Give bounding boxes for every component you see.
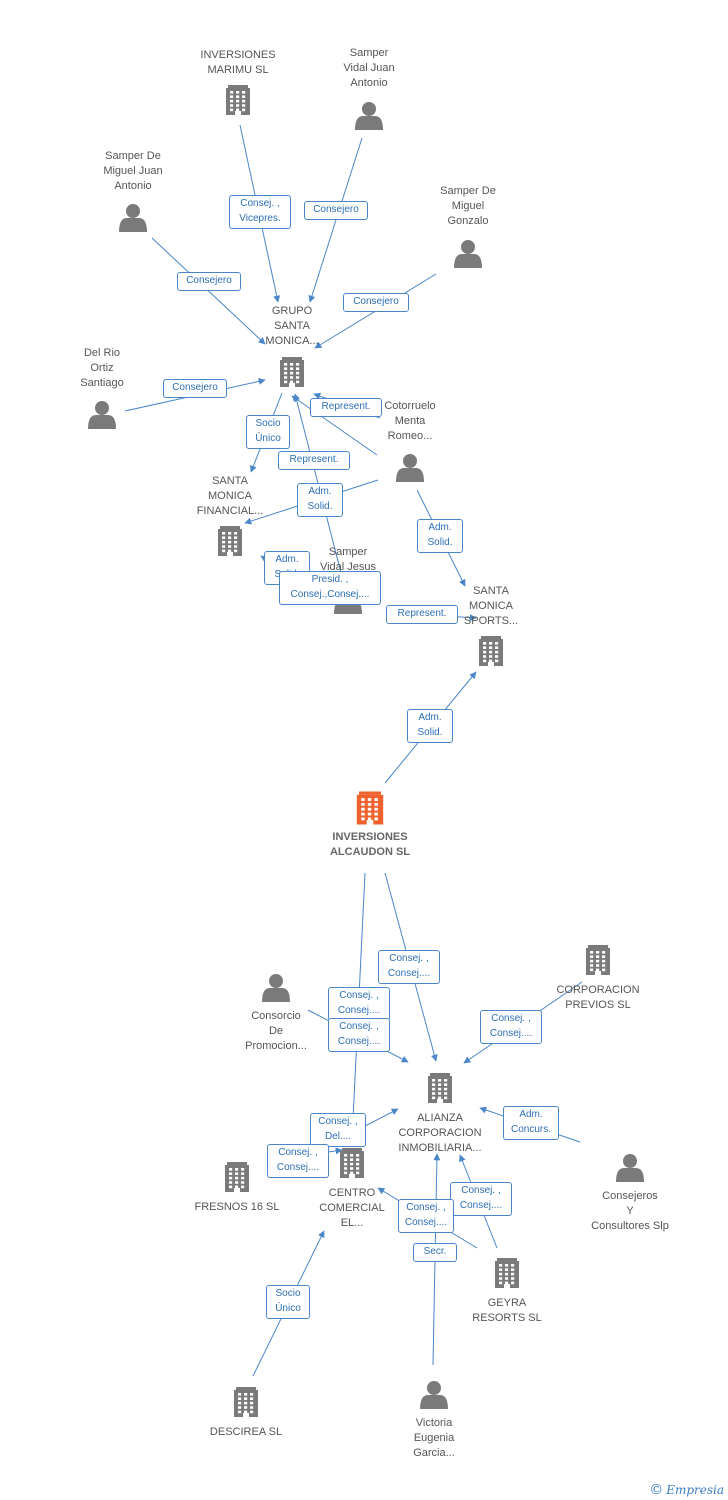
edge-label[interactable]: Consejero [343,293,409,312]
edge-label[interactable]: Consej. , Consej.... [398,1199,454,1233]
node-demiguel-juan[interactable]: Samper De Miguel Juan Antonio [73,149,193,194]
edge-label[interactable]: Consej. , Consej.... [328,1018,390,1052]
building-icon[interactable] [586,945,610,975]
person-icon[interactable] [396,454,424,482]
person-icon[interactable] [355,102,383,130]
node-fresnos[interactable]: FRESNOS 16 SL [177,1200,297,1215]
edge-line [291,395,378,456]
node-label: SANTA MONICA SPORTS... [463,585,519,627]
node-alcaudon[interactable]: INVERSIONES ALCAUDON SL [310,830,430,860]
edge-label[interactable]: Consej. , Vicepres. [229,195,291,229]
node-label: GEYRA RESORTS SL [472,1297,542,1324]
node-label: Consejeros Y Consultores Slp [591,1190,669,1232]
edge-label[interactable]: Consejero [163,379,227,398]
building-icon[interactable] [234,1387,258,1417]
node-cotorruelo[interactable]: Cotorruelo Menta Romeo... [350,399,470,444]
node-vidal-jesus[interactable]: Samper Vidal Jesus [288,545,408,575]
node-label: CENTRO COMERCIAL EL... [319,1187,385,1229]
node-descirea[interactable]: DESCIREA SL [186,1425,306,1440]
node-label: INVERSIONES ALCAUDON SL [329,831,411,858]
edge-label[interactable]: Consejero [177,272,241,291]
node-label: Cotorruelo Menta Romeo... [384,400,436,442]
edge-line [151,237,266,345]
person-icon[interactable] [420,1381,448,1409]
edge-label[interactable]: Consej. , Consej.... [480,1010,542,1044]
edge-label[interactable]: Adm. Solid. [297,483,343,517]
node-label: Samper De Miguel Juan Antonio [103,150,163,192]
edge-label[interactable]: Consejero [304,201,368,220]
person-icon[interactable] [119,204,147,232]
edge-label[interactable]: Adm. Solid. [417,519,463,553]
node-label: INVERSIONES MARIMU SL [200,49,276,76]
node-label: Victoria Eugenia Garcia... [413,1417,455,1459]
node-sports[interactable]: SANTA MONICA SPORTS... [431,584,551,629]
node-marimu[interactable]: INVERSIONES MARIMU SL [178,48,298,78]
node-demiguel-gonzalo[interactable]: Samper De Miguel Gonzalo [408,184,528,229]
person-icon[interactable] [454,240,482,268]
building-icon[interactable] [428,1073,452,1103]
node-vidal-antonio[interactable]: Samper Vidal Juan Antonio [309,46,429,91]
edge-label[interactable]: Consej. , Consej.... [450,1182,512,1216]
node-label: ALIANZA CORPORACION INMOBILIARIA... [398,1112,482,1154]
edge-label[interactable]: Represent. [310,398,382,417]
node-label: Del Rio Ortiz Santiago [80,347,124,389]
edge-label[interactable]: Secr. [413,1243,457,1262]
node-financial[interactable]: SANTA MONICA FINANCIAL... [170,474,290,519]
building-icon[interactable] [225,1162,249,1192]
node-previos[interactable]: CORPORACION PREVIOS SL [538,983,658,1013]
node-label: Samper Vidal Jesus [319,546,377,573]
node-consejeros[interactable]: Consejeros Y Consultores Slp [570,1189,690,1234]
node-label: FRESNOS 16 SL [194,1201,280,1213]
edge-label[interactable]: Consej. , Consej.... [267,1144,329,1178]
building-icon[interactable] [226,85,250,115]
node-geyra[interactable]: GEYRA RESORTS SL [447,1296,567,1326]
edge-label[interactable]: Represent. [386,605,458,624]
person-icon[interactable] [262,974,290,1002]
building-icon[interactable] [280,357,304,387]
node-label: Consorcio De Promocion... [245,1010,307,1052]
node-victoria[interactable]: Victoria Eugenia Garcia... [374,1416,494,1461]
node-consorcio[interactable]: Consorcio De Promocion... [216,1009,336,1054]
node-label: Samper Vidal Juan Antonio [343,47,395,89]
edge-label[interactable]: Consej. , Consej.... [378,950,440,984]
edge-label[interactable]: Presid. , Consej.,Consej.... [279,571,381,605]
edge-label[interactable]: Socio Único [246,415,290,449]
brand-name: Empresia [666,1483,724,1497]
person-icon[interactable] [616,1154,644,1182]
edge-label[interactable]: Consej. , Consej.... [328,987,390,1021]
edge-label[interactable]: Consej. , Del.... [310,1113,366,1147]
building-icon[interactable] [340,1148,364,1178]
building-icon[interactable] [479,636,503,666]
empresia-logo[interactable]: ©Empresia [649,1482,724,1498]
copyright-symbol: © [649,1482,664,1498]
edge-label[interactable]: Adm. Concurs. [503,1106,559,1140]
node-centro[interactable]: CENTRO COMERCIAL EL... [292,1186,412,1231]
edge-label[interactable]: Adm. Solid. [407,709,453,743]
building-icon[interactable] [218,526,242,556]
edge-label[interactable]: Socio Único [266,1285,310,1319]
edge-line [308,137,363,303]
edge-label[interactable]: Represent. [278,451,350,470]
node-label: GRUPO SANTA MONICA... [265,305,319,347]
person-icon[interactable] [88,401,116,429]
node-label: DESCIREA SL [209,1426,283,1438]
node-grupo[interactable]: GRUPO SANTA MONICA... [232,304,352,349]
node-delrio[interactable]: Del Rio Ortiz Santiago [42,346,162,391]
building-icon[interactable] [495,1258,519,1288]
node-label: Samper De Miguel Gonzalo [440,185,496,227]
node-alianza[interactable]: ALIANZA CORPORACION INMOBILIARIA... [380,1111,500,1156]
node-label: SANTA MONICA FINANCIAL... [196,475,264,517]
node-label: CORPORACION PREVIOS SL [556,984,640,1011]
building-icon[interactable] [356,791,384,825]
